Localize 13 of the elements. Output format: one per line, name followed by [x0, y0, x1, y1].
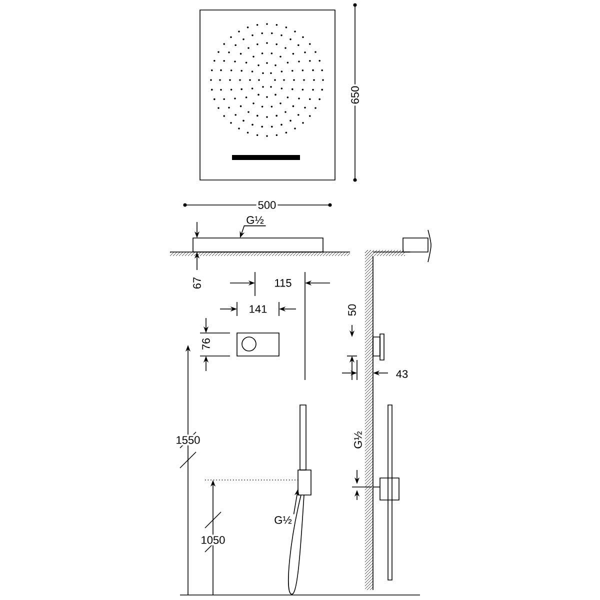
dimension-label: 67 — [192, 275, 202, 291]
dimension-label: 1050 — [199, 534, 227, 546]
dimension-label: 43 — [394, 368, 410, 380]
dimension-label: G½ — [352, 430, 364, 450]
dimension-label: 650 — [350, 84, 360, 106]
dimension-label: 50 — [346, 302, 358, 318]
thread-label: G½ — [274, 516, 292, 524]
dimension-label: 500 — [256, 200, 278, 210]
thread-label: G½ — [246, 216, 264, 224]
dimension-label: 1550 — [174, 434, 202, 446]
dimension-label: 115 — [272, 278, 294, 288]
dimension-label: 141 — [247, 304, 269, 314]
dimension-label: 76 — [200, 336, 212, 352]
